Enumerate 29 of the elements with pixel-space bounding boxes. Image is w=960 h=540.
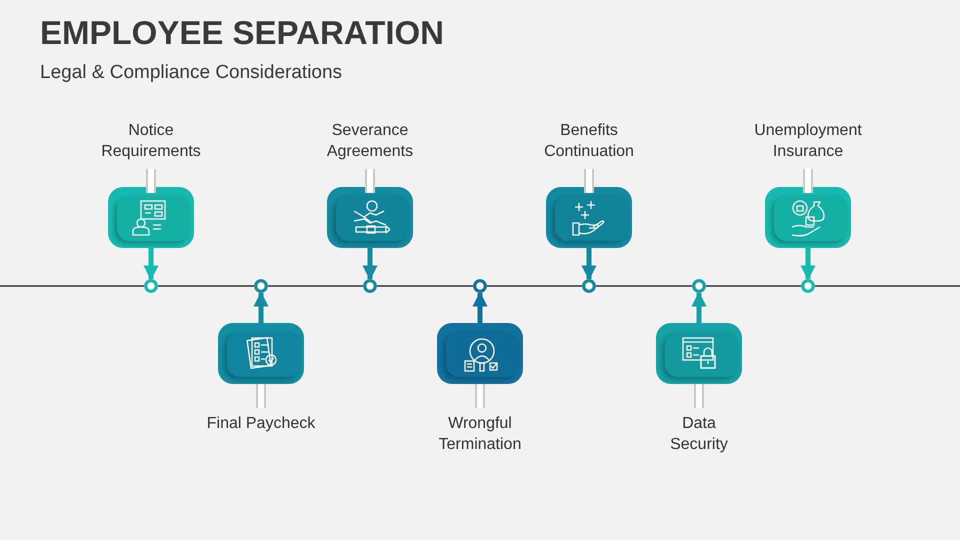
timeline-dot [363,279,377,293]
timeline-dot [473,279,487,293]
step-label: Notice Requirements [100,121,202,162]
timeline-line [596,285,692,287]
step-label: Data Security [669,414,729,455]
arrow [362,248,378,280]
arrow [472,292,488,323]
arrow [800,248,816,280]
timeline-dot [801,279,815,293]
timeline-dot [582,279,596,293]
timeline-line [377,285,473,287]
step-label: Benefits Continuation [543,121,635,162]
timeline-dot [254,279,268,293]
step-label: Final Paycheck [206,414,316,434]
timeline-dot [144,279,158,293]
step-label: Severance Agreements [326,121,414,162]
timeline-line [158,285,254,287]
arrow [692,292,706,323]
timeline-line [487,285,582,287]
timeline-dot [692,279,706,293]
arrow [144,248,158,280]
timeline-line [268,285,363,287]
timeline-line [706,285,801,287]
arrow [582,248,596,280]
title: EMPLOYEE SEPARATION [40,14,444,52]
step-label: Unemployment Insurance [753,121,863,162]
step-label: Wrongful Termination [438,414,522,455]
subtitle: Legal & Compliance Considerations [40,62,342,84]
arrow [254,292,268,323]
